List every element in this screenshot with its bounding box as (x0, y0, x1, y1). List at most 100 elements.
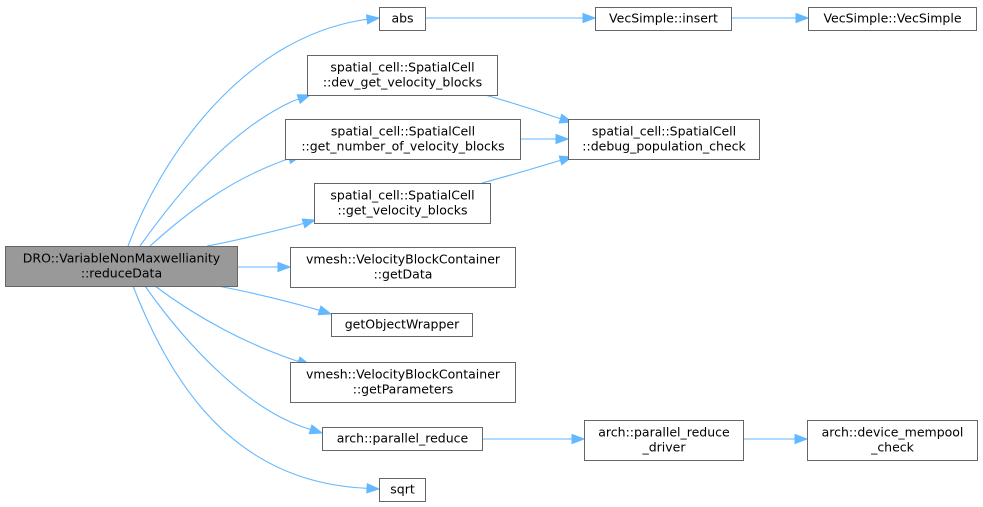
edge-root-to-getobj (217, 285, 333, 316)
node-par-reduce[interactable]: arch::parallel_reduce (322, 427, 483, 451)
node-debug-pop[interactable]: spatial_cell::SpatialCell::debug_populat… (568, 119, 760, 160)
node-label-line: abs (391, 11, 413, 26)
node-label-line: DRO::VariableNonMaxwellianity (23, 251, 221, 266)
edge-line (139, 100, 294, 247)
edge-line-tail (361, 18, 368, 21)
edge-line (132, 285, 363, 489)
edge-root-to-getparams (154, 285, 312, 367)
node-label-line: ::getParameters (353, 382, 454, 397)
edge-line-tail (293, 359, 299, 362)
node-box (379, 478, 426, 502)
node-vec-ctor[interactable]: VecSimple::VecSimple (808, 7, 977, 31)
arrowhead-icon (794, 433, 809, 445)
node-label-line: VecSimple::VecSimple (823, 11, 961, 26)
edge-line (217, 285, 316, 310)
edge-get-vb-to-debug-pop (481, 155, 574, 184)
node-label-line: arch::parallel_reduce (337, 431, 469, 446)
edge-root-to-get-num-vb (149, 153, 303, 247)
node-getdata[interactable]: vmesh::VelocityBlockContainer::getData (290, 247, 516, 288)
edge-root-to-getdata (237, 261, 292, 273)
edge-line (149, 159, 286, 247)
node-getobj[interactable]: getObjectWrapper (331, 313, 473, 337)
edge-dev-get-vb-to-debug-pop (484, 94, 574, 124)
arrowhead-icon (582, 12, 597, 24)
node-box (584, 420, 744, 461)
node-label-line: _check (870, 440, 915, 455)
node-vec-insert[interactable]: VecSimple::insert (595, 7, 732, 31)
arrowhead-icon (365, 14, 381, 25)
edge-abs-to-vec-insert (425, 12, 597, 24)
node-label-line: spatial_cell::SpatialCell (330, 188, 474, 203)
node-label-line: ::debug_population_check (582, 139, 746, 154)
edge-vec-insert-to-vec-ctor (731, 12, 810, 24)
node-label-line: _driver (641, 440, 686, 455)
node-label-line: ::reduceData (81, 266, 162, 281)
edge-line (206, 224, 299, 247)
edge-root-to-sqrt (132, 285, 381, 494)
node-label-line: spatial_cell::SpatialCell (330, 60, 474, 75)
node-abs[interactable]: abs (379, 7, 426, 31)
node-label-line: vmesh::VelocityBlockContainer (306, 252, 501, 267)
edge-line (127, 19, 363, 247)
node-label-line: sqrt (390, 482, 415, 497)
edge-line-tail (554, 159, 561, 163)
node-label-line: spatial_cell::SpatialCell (592, 124, 736, 139)
edge-par-reduce-drv-to-mempool (743, 433, 809, 445)
edge-line-tail (297, 222, 304, 226)
nodes-layer: DRO::VariableNonMaxwellianity::reduceDat… (5, 7, 978, 502)
node-label-line: vmesh::VelocityBlockContainer (306, 367, 501, 382)
node-label-line: ::get_velocity_blocks (338, 203, 468, 218)
edge-line-tail (292, 98, 299, 102)
edge-root-to-get-vb (206, 218, 317, 247)
node-root[interactable]: DRO::VariableNonMaxwellianity::reduceDat… (5, 246, 238, 287)
node-label-line: ::getData (374, 267, 433, 282)
node-label-line: arch::parallel_reduce (598, 425, 730, 440)
node-box (808, 7, 977, 31)
edge-root-to-abs (127, 14, 381, 247)
arrowhead-icon (308, 424, 324, 435)
edge-root-to-dev-get-vb (139, 94, 312, 247)
node-box (307, 55, 498, 96)
node-box (379, 7, 426, 31)
node-box (5, 246, 238, 287)
node-mempool[interactable]: arch::device_mempool_check (807, 420, 978, 461)
arrowhead-icon (555, 133, 570, 145)
node-box (290, 362, 516, 403)
arrowhead-icon (296, 94, 312, 105)
arrowhead-icon (571, 433, 586, 445)
edge-root-to-par-reduce (144, 285, 324, 435)
arrowhead-icon (277, 261, 292, 273)
edge-par-reduce-to-par-reduce-drv (482, 433, 586, 445)
node-box (322, 427, 483, 451)
node-box (285, 119, 521, 160)
node-get-vb[interactable]: spatial_cell::SpatialCell::get_velocity_… (314, 183, 491, 224)
arrowhead-icon (795, 12, 810, 24)
node-label-line: ::get_number_of_velocity_blocks (301, 139, 504, 154)
node-label-line: getObjectWrapper (345, 317, 460, 332)
node-sqrt[interactable]: sqrt (379, 478, 426, 502)
node-dev-get-vb[interactable]: spatial_cell::SpatialCell::dev_get_veloc… (307, 55, 498, 96)
arrowhead-icon (317, 305, 333, 316)
node-box (807, 420, 978, 461)
edge-get-num-vb-to-debug-pop (520, 133, 570, 145)
node-box (568, 119, 760, 160)
edge-line (154, 285, 295, 361)
node-getparams[interactable]: vmesh::VelocityBlockContainer::getParame… (290, 362, 516, 403)
edge-line-tail (554, 116, 561, 120)
node-box (331, 313, 473, 337)
edge-line (484, 94, 556, 118)
edge-line (144, 285, 307, 429)
arrowhead-icon (301, 218, 317, 229)
node-par-reduce-drv[interactable]: arch::parallel_reduce_driver (584, 420, 744, 461)
node-label-line: spatial_cell::SpatialCell (331, 124, 475, 139)
node-label-line: arch::device_mempool (822, 425, 964, 440)
node-box (290, 247, 516, 288)
node-box (595, 7, 732, 31)
node-label-line: VecSimple::insert (609, 11, 718, 26)
node-get-num-vb[interactable]: spatial_cell::SpatialCell::get_number_of… (285, 119, 521, 160)
edge-line-tail (305, 427, 311, 430)
node-label-line: ::dev_get_velocity_blocks (323, 75, 482, 90)
node-box (314, 183, 491, 224)
arrowhead-icon (366, 483, 381, 494)
